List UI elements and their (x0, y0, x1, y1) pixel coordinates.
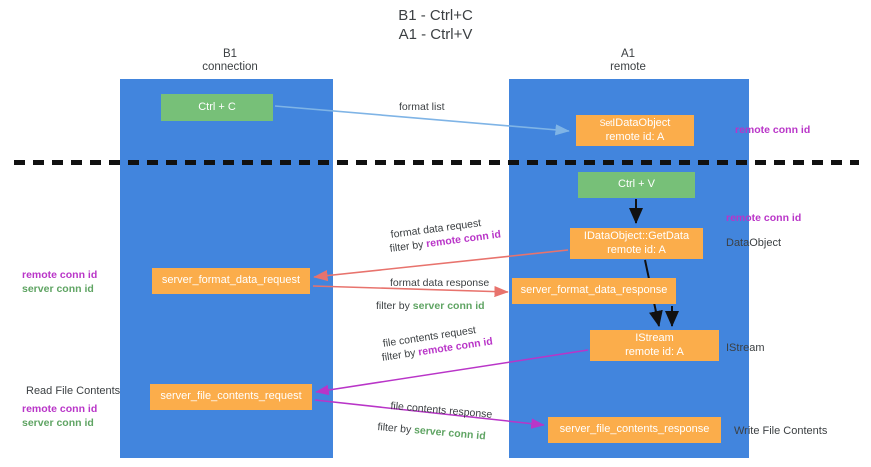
annotation-write-file-contents: Write File Contents (734, 425, 828, 437)
box-server-file-contents-request-label: server_file_contents_request (160, 390, 302, 403)
annotation-left-remote-conn-id-2: remote conn id (22, 403, 98, 415)
box-idataobject-name: IDataObject (612, 117, 671, 129)
annotation-remote-conn-id-top: remote conn id (735, 124, 811, 136)
edge-label-format-data-response-filter: filter by server conn id (376, 300, 485, 313)
box-server-format-data-response-label: server_format_data_response (520, 284, 668, 297)
box-idataobject[interactable]: SetIDataObject remote id: A (576, 115, 694, 146)
phase-divider (14, 160, 859, 165)
filter-key-server-conn-id-1: server conn id (412, 300, 485, 312)
box-server-file-contents-response-label: server_file_contents_response (559, 423, 710, 436)
box-server-format-data-request[interactable]: server_format_data_request (152, 268, 310, 294)
edge-label-file-contents-response-filter: filter by server conn id (377, 421, 486, 443)
page-title: B1 - Ctrl+C A1 - Ctrl+V (0, 6, 871, 44)
box-istream-line2: remote id: A (625, 345, 684, 358)
column-header-b1-name: B1 (222, 48, 238, 60)
box-server-file-contents-response[interactable]: server_file_contents_response (548, 417, 721, 443)
box-idataobject-line1: SetIDataObject (600, 117, 671, 131)
title-line-2: A1 - Ctrl+V (398, 26, 473, 43)
annotation-read-file-contents: Read File Contents (26, 385, 121, 397)
annotation-left-server-conn-id-1: server conn id (22, 283, 94, 295)
box-ctrl-v-label: Ctrl + V (618, 178, 655, 191)
box-server-file-contents-request[interactable]: server_file_contents_request (150, 384, 312, 410)
box-ctrl-c-label: Ctrl + C (198, 100, 236, 113)
box-getdata-line1: IDataObject::GetData (583, 230, 690, 242)
box-istream-line1: IStream (635, 332, 674, 344)
edge-label-format-data-response: format data response (390, 277, 490, 289)
box-server-format-data-request-label: server_format_data_request (161, 274, 301, 287)
edge-label-file-contents-response: file contents response (389, 400, 493, 421)
box-ctrl-c[interactable]: Ctrl + C (161, 94, 273, 121)
annotation-dataobject: DataObject (726, 237, 782, 249)
annotation-remote-conn-id-mid: remote conn id (726, 212, 802, 224)
box-getdata-line2: remote id: A (607, 243, 666, 256)
column-header-b1: B1 connection (150, 48, 310, 74)
column-header-a1-sub: remote (610, 61, 646, 73)
box-getdata[interactable]: IDataObject::GetData remote id: A (570, 228, 703, 259)
box-idataobject-prefix: Set (599, 118, 613, 128)
box-ctrl-v[interactable]: Ctrl + V (578, 172, 695, 198)
filter-key-server-conn-id-2: server conn id (413, 424, 487, 443)
box-istream[interactable]: IStream remote id: A (590, 330, 719, 361)
annotation-istream: IStream (726, 342, 765, 354)
column-header-a1: A1 remote (548, 48, 708, 74)
column-header-b1-sub: connection (202, 61, 258, 73)
title-line-1: B1 - Ctrl+C (398, 7, 473, 24)
box-idataobject-line2: remote id: A (605, 130, 665, 143)
box-server-format-data-response[interactable]: server_format_data_response (512, 278, 676, 304)
column-header-a1-name: A1 (620, 48, 636, 60)
annotation-left-remote-conn-id-1: remote conn id (22, 269, 98, 281)
filter-prefix-2: filter by (376, 300, 413, 312)
filter-prefix-4: filter by (376, 421, 415, 437)
annotation-left-server-conn-id-2: server conn id (22, 417, 94, 429)
edge-label-format-list: format list (399, 101, 445, 113)
